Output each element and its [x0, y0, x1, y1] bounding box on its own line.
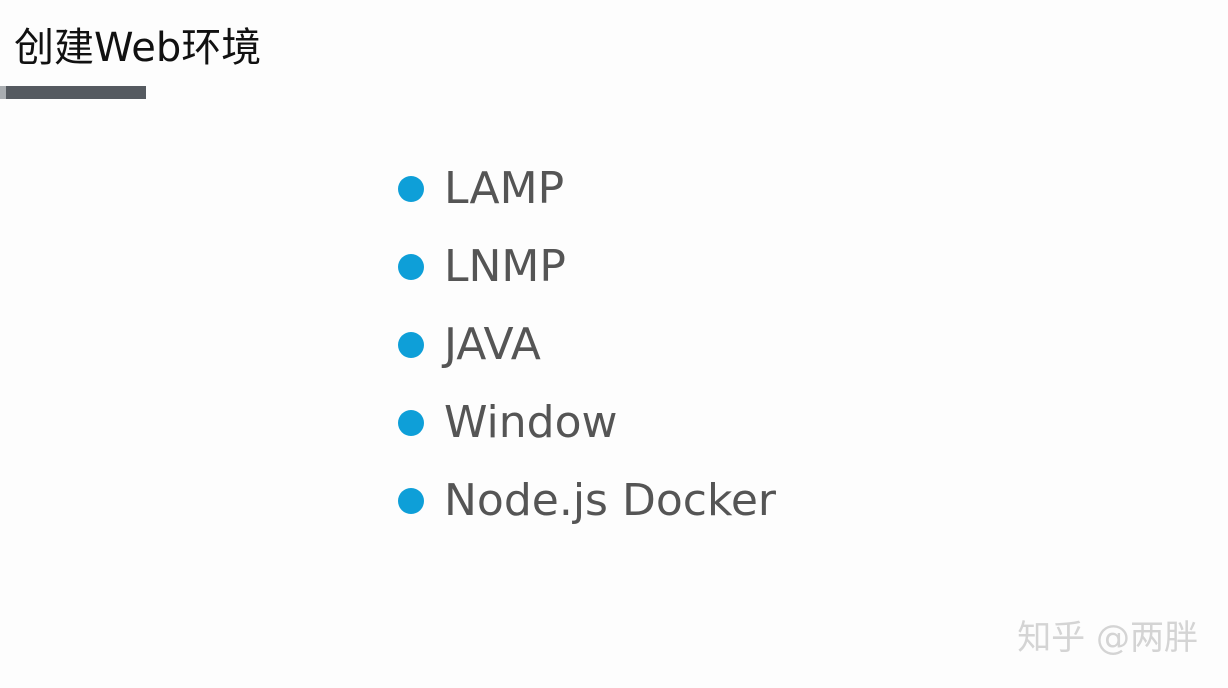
- bullet-label-window: Window: [444, 397, 618, 448]
- slide-title: 创建Web环境: [14, 25, 262, 71]
- watermark: 知乎 @两胖: [1017, 618, 1198, 658]
- bullet-list: LAMP LNMP JAVA Window Node.js Docker: [398, 150, 776, 540]
- bullet-dot-icon: [398, 410, 424, 436]
- title-underline: [6, 86, 146, 99]
- list-item: Window: [398, 384, 776, 462]
- bullet-dot-icon: [398, 332, 424, 358]
- list-item: JAVA: [398, 306, 776, 384]
- bullet-label-nodejs-docker: Node.js Docker: [444, 475, 777, 526]
- bullet-dot-icon: [398, 254, 424, 280]
- list-item: LNMP: [398, 228, 776, 306]
- bullet-label-java: JAVA: [444, 319, 541, 370]
- bullet-dot-icon: [398, 488, 424, 514]
- bullet-label-lnmp: LNMP: [444, 241, 566, 292]
- title-underline-cap: [0, 86, 6, 99]
- list-item: LAMP: [398, 150, 776, 228]
- bullet-label-lamp: LAMP: [444, 163, 565, 214]
- bullet-dot-icon: [398, 176, 424, 202]
- list-item: Node.js Docker: [398, 462, 776, 540]
